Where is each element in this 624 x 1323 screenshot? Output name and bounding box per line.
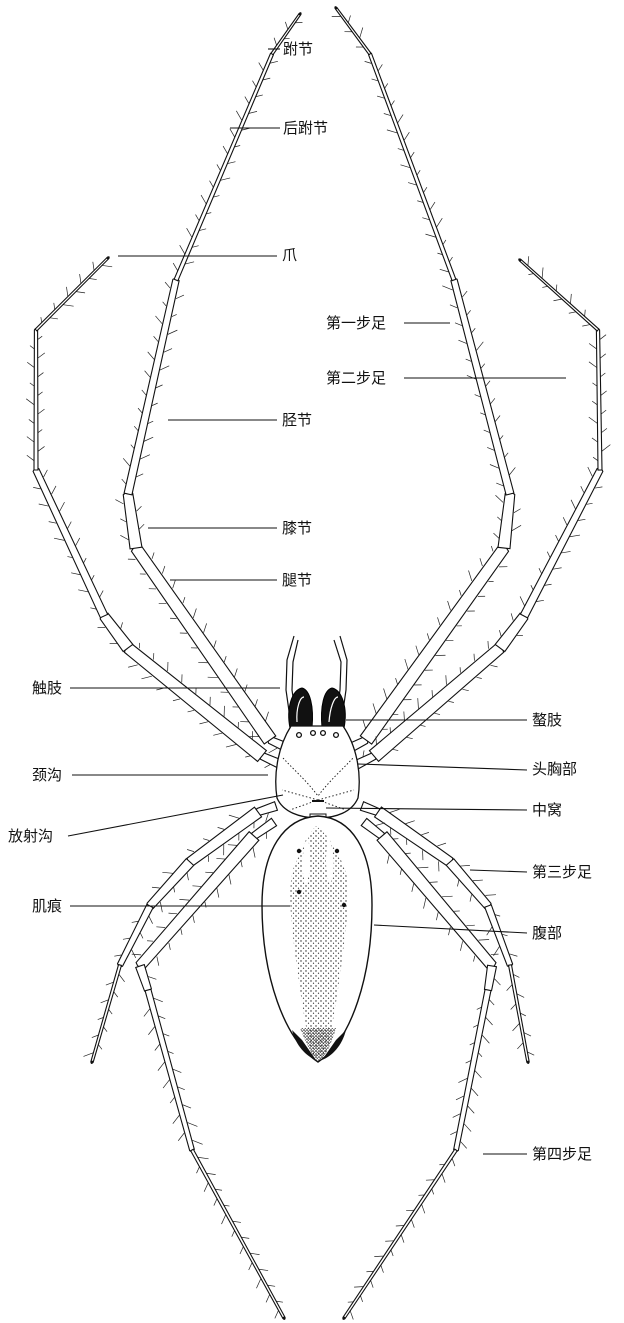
leg-4-left-claw	[283, 1317, 286, 1320]
label-radial-groove: 放射沟	[8, 827, 53, 845]
chelicerae	[289, 688, 346, 728]
leg-4-left-segment	[136, 965, 152, 992]
label-metatarsus: 后跗节	[283, 119, 328, 137]
leg-4-right-segment	[343, 1149, 457, 1319]
leg-2-left-segment	[35, 257, 109, 331]
leg-1-right-segment	[451, 278, 514, 495]
leg-4-left-segment	[145, 989, 194, 1151]
leg-3-right-segment	[446, 859, 491, 909]
leg-2-left-segment	[100, 613, 133, 651]
legs-group	[26, 7, 610, 1320]
abdomen	[262, 816, 372, 1062]
leg-1-right-segment	[498, 492, 515, 548]
leg-4-right-segment	[454, 989, 491, 1151]
label-muscle-scar: 肌痕	[32, 897, 62, 915]
label-claw: 爪	[282, 246, 297, 264]
leg-4-right-claw	[343, 1317, 346, 1320]
leg-4-left-segment	[191, 1149, 285, 1319]
leg-2-left-segment	[33, 468, 108, 617]
leg-1-left	[115, 13, 302, 753]
leg-3-left-claw	[91, 1061, 94, 1064]
label-leg3: 第三步足	[532, 863, 592, 881]
leg-3-right-segment	[509, 965, 530, 1064]
leg-2-right-claw	[519, 259, 522, 262]
leg-3-left-segment	[147, 859, 194, 909]
label-leg4: 第四步足	[532, 1145, 592, 1163]
leg-2-left-claw	[107, 257, 110, 260]
leg-1-right-claw	[335, 7, 338, 10]
label-fovea: 中窝	[532, 801, 562, 819]
leg-1-left-segment	[123, 492, 142, 548]
leg-1-left-segment	[124, 278, 179, 494]
leg-2-right-segment	[519, 259, 599, 331]
label-cephalothorax: 头胸部	[532, 760, 577, 778]
label-pedipalp: 触肢	[32, 679, 62, 697]
cephalothorax	[276, 726, 359, 818]
label-leg1: 第一步足	[326, 314, 386, 332]
label-cervical-groove: 颈沟	[32, 766, 62, 784]
leg-1-right-segment	[360, 545, 508, 744]
leg-1-right-segment	[369, 53, 456, 281]
leg-3-left-segment	[91, 965, 122, 1064]
leg-1-right-segment	[335, 7, 371, 55]
leg-3-right-claw	[527, 1061, 530, 1064]
label-chelicera: 螯肢	[532, 711, 562, 729]
leg-1-left-claw	[299, 13, 302, 16]
label-leg2: 第二步足	[326, 369, 386, 387]
label-femur: 腿节	[282, 571, 312, 589]
leg-2-right-segment	[520, 468, 602, 618]
leg-4-right-segment	[484, 965, 496, 991]
label-abdomen: 腹部	[532, 924, 562, 942]
label-tarsus: 跗节	[283, 40, 313, 58]
leg-2-right-segment	[596, 329, 602, 471]
label-patella: 膝节	[282, 519, 312, 537]
label-tibia: 胫节	[282, 411, 312, 429]
leg-2-left-segment	[34, 329, 38, 471]
leg-1-left-segment	[174, 53, 273, 281]
